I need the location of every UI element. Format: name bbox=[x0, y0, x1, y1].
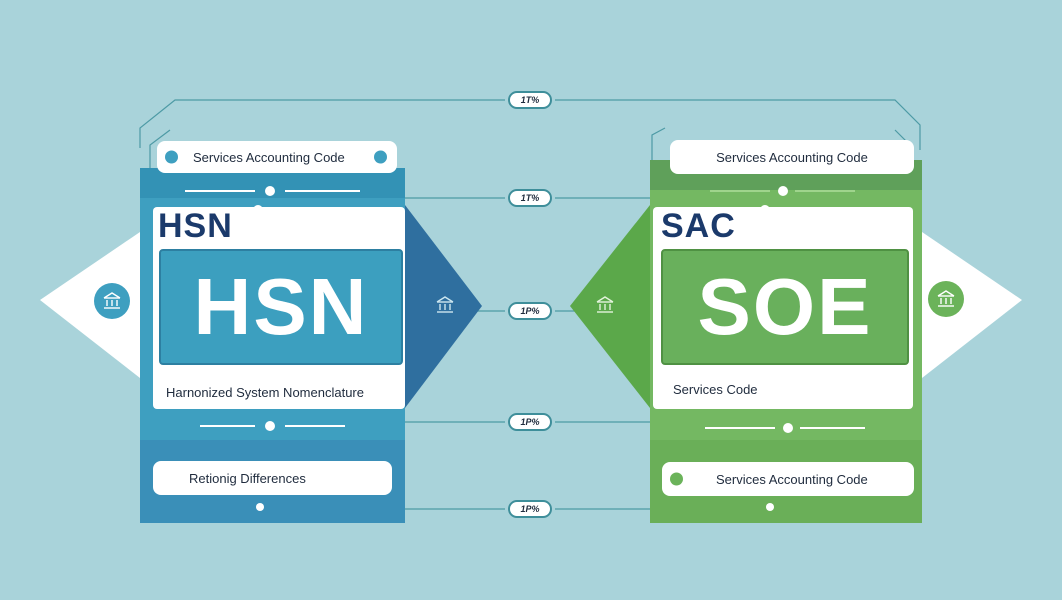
right-top-pill-label: Services Accounting Code bbox=[716, 149, 868, 165]
bank-icon bbox=[94, 283, 130, 319]
connector-badge: 1P% bbox=[508, 413, 552, 431]
left-bottom-pill[interactable]: Retionig Differences bbox=[153, 461, 392, 495]
right-small-title: SAC bbox=[661, 207, 736, 245]
connector-badge: 1P% bbox=[508, 500, 552, 518]
right-code-text: SOE bbox=[697, 262, 873, 351]
left-top-pill-dot-right-icon bbox=[374, 150, 387, 164]
left-top-pill[interactable]: Services Accounting Code bbox=[157, 141, 397, 173]
right-bottom-pill-dot-icon bbox=[670, 472, 683, 486]
left-bottom-pill-label: Retionig Differences bbox=[189, 470, 306, 486]
right-card: SAC SOE Services Code bbox=[653, 207, 913, 409]
left-code-text: HSN bbox=[193, 262, 369, 351]
left-code-box: HSN bbox=[159, 249, 403, 365]
right-subtitle: Services Code bbox=[673, 382, 758, 397]
right-bottom-pill-label: Services Accounting Code bbox=[716, 471, 868, 487]
left-top-pill-label: Services Accounting Code bbox=[193, 149, 345, 165]
bank-icon bbox=[430, 290, 460, 320]
connector-badge: 1P% bbox=[508, 302, 552, 320]
right-code-box: SOE bbox=[661, 249, 909, 365]
right-top-pill[interactable]: Services Accounting Code bbox=[670, 140, 914, 174]
bank-icon bbox=[590, 290, 620, 320]
connector-badge: 1T% bbox=[508, 91, 552, 109]
right-bottom-pill[interactable]: Services Accounting Code bbox=[662, 462, 914, 496]
bank-icon bbox=[928, 281, 964, 317]
left-small-title: HSN bbox=[158, 207, 233, 245]
left-top-pill-dot-icon bbox=[165, 150, 178, 164]
connector-badge: 1T% bbox=[508, 189, 552, 207]
left-card: HSN HSN Harnonized System Nomenclature bbox=[153, 207, 405, 409]
left-subtitle: Harnonized System Nomenclature bbox=[166, 385, 364, 400]
